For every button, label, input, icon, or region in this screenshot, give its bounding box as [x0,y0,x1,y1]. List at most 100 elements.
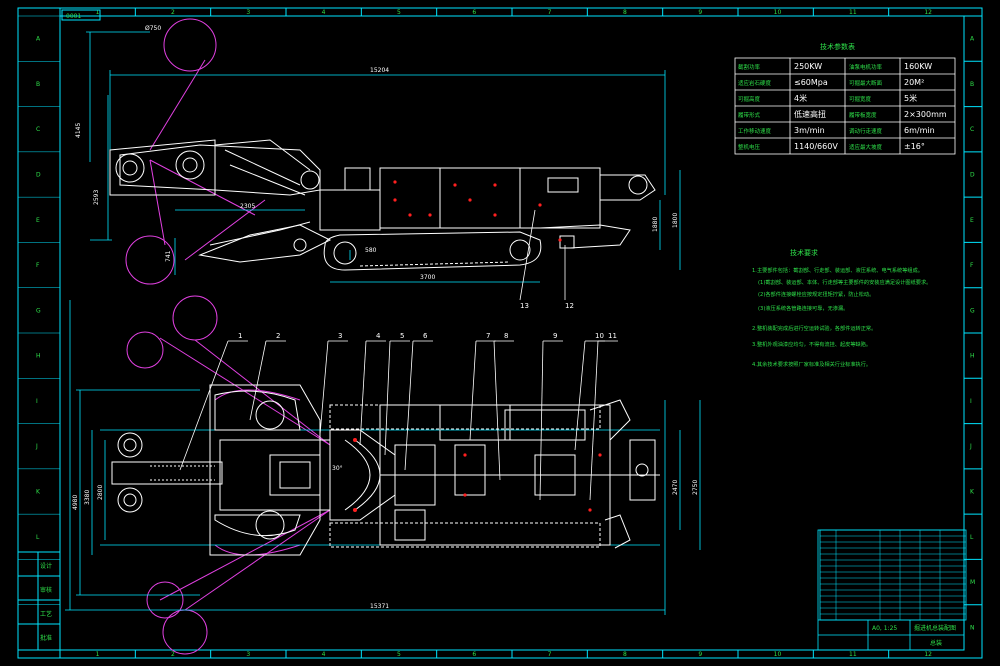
frame-col-bottom-10: 10 [774,651,782,658]
tech-note-1: 1.主要部件包括：截割部、行走部、装运部、液压系统、电气系统等组成。 [752,266,923,274]
dim-plan-width-outer: 4980 [72,495,79,510]
frame-col-top-4: 4 [322,9,326,16]
side-cutting-boom [109,139,321,196]
tech-notes-lines: 1.主要部件包括：截割部、行走部、装运部、液压系统、电气系统等组成。 (1)截割部… [752,266,931,368]
dim-side-overall-length: 15204 [370,67,389,74]
dim-side-offset: 580 [365,247,377,254]
side-callout-leaders [519,209,566,301]
frame-row-I: I [970,398,972,405]
spec-cell-5-2: 适应最大坡度 [849,143,883,151]
spec-cell-4-0: 工作移动速度 [738,127,772,135]
spec-cell-1-1: ≤60Mpa [794,78,828,87]
frame-row-A: A [970,36,975,43]
callout-3: 3 [338,332,342,340]
dim-plan-width-track: 2800 [97,485,104,500]
frame-row-left-C: C [36,126,40,133]
callout-6: 6 [423,332,428,340]
title-block-rows [820,530,966,620]
callout-10: 10 [595,332,604,340]
spec-table-title: 技术参数表 [820,42,855,51]
frame-row-K: K [970,489,975,496]
side-crawler-track [323,231,542,271]
tech-note-7: 4.其余技术要求按照厂家标准及相关行业标准执行。 [752,360,871,368]
callout-5: 5 [400,332,404,340]
spec-cell-5-3: ±16° [904,142,925,151]
spec-cell-5-0: 整机电压 [738,143,761,151]
title-drawing-title: 掘进机总装配图 [914,624,956,632]
spec-cell-2-1: 4米 [794,93,807,103]
dim-side-low: 741 [165,250,172,262]
side-body-holes [393,180,562,242]
frame-col-top-12: 12 [924,9,932,16]
callout-13: 13 [520,302,529,310]
frame-row-left-I: I [36,398,38,405]
frame-col-top-3: 3 [246,9,250,16]
frame-col-top-8: 8 [623,9,627,16]
frame-row-B: B [970,81,974,88]
callout-8: 8 [504,332,508,340]
frame-row-left-F: F [36,262,40,269]
frame-row-F: F [970,262,974,269]
frame-row-left-L: L [36,534,40,541]
frame-col-bottom-8: 8 [623,651,627,658]
frame-col-bottom-9: 9 [698,651,702,658]
corner-label: 0001 [66,13,81,20]
frame-col-bottom-2: 2 [171,651,175,658]
corner-box [61,9,101,21]
plan-reach-lines [126,295,331,655]
spec-cell-1-3: 20M² [904,78,924,87]
spec-cell-4-3: 6m/min [904,126,935,135]
spec-cell-0-2: 油泵电机功率 [849,63,883,71]
dim-side-height-total: 4145 [75,123,82,138]
frame-row-H: H [970,353,975,360]
side-main-body [319,167,656,249]
spec-table-grid [734,57,956,155]
spec-cell-0-0: 截割功率 [738,63,761,71]
frame-row-left-E: E [36,217,40,224]
frame-row-left-G: G [36,307,41,314]
dim-side-reach: 2305 [240,203,255,210]
frame-row-C: C [970,126,974,133]
frame-col-top-9: 9 [698,9,702,16]
title-number: 总装 [930,639,942,647]
spec-cell-2-2: 可掘宽度 [849,95,872,103]
frame-row-L: L [970,534,974,541]
spec-cell-1-0: 适应岩石硬度 [738,79,772,87]
side-view: 15204 4145 2593 2305 741 3700 1880 1800 … [75,18,681,310]
frame-row-E: E [970,217,974,224]
frame-col-bottom-6: 6 [472,651,476,658]
tech-note-5: 2.整机装配完成后进行空运转试验，各部件运转正常。 [752,324,876,332]
dim-plan-angle: 30° [332,465,343,472]
tech-notes-title: 技术要求 [790,248,818,257]
frame-row-G: G [970,307,975,314]
callout-1: 1 [238,332,242,340]
left-strip-cell-3: 工艺 [40,610,52,618]
frame-row-D: D [970,172,975,179]
dim-side-cutter-dia: Ø750 [145,25,161,32]
dim-plan-right-w2: 2750 [692,480,699,495]
frame-col-bottom-1: 1 [96,651,100,658]
dim-plan-overall-length: 15371 [370,603,389,610]
spec-cell-3-0: 履带形式 [738,111,761,119]
callout-9: 9 [553,332,557,340]
frame-row-left-K: K [36,489,41,496]
callout-7: 7 [486,332,490,340]
frame-col-bottom-12: 12 [924,651,932,658]
frame-col-bottom-3: 3 [246,651,250,658]
title-block: 掘进机总装配图 A0, 1:25 总装 [817,529,967,651]
frame-row-N: N [970,624,975,631]
tech-note-2: (1)截割部、装运部、本体、行走部等主要部件的安装应满足设计图纸要求。 [758,278,931,286]
plan-shovel-plate [209,384,321,556]
spec-cell-0-3: 160KW [904,62,932,71]
spec-cell-2-0: 可掘高度 [738,95,761,103]
plan-cutter-head [111,432,223,513]
left-strip-cell-1: 设计 [40,562,52,570]
frame-col-top-1: 1 [96,9,100,16]
frame-row-left-J: J [35,443,38,450]
tech-note-3: (2)各部件连接螺栓应按规定扭矩拧紧，防止松动。 [758,290,874,298]
side-dimension-lines [86,31,681,283]
